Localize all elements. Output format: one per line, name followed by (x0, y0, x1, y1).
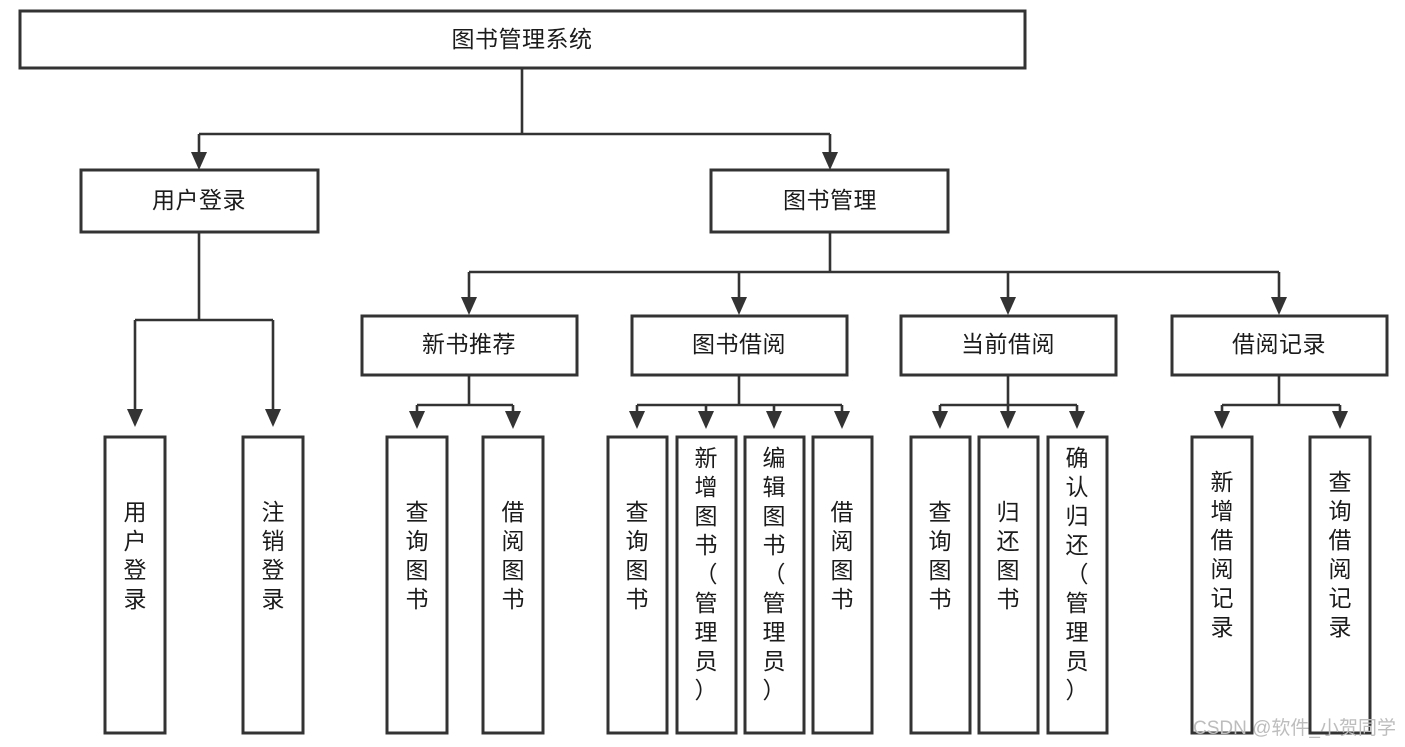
arrow-leaf-logout-login (265, 409, 281, 427)
node-leaf-query-book-3[interactable]: 查询图书 (909, 435, 972, 735)
node-leaf-query-book-1-label: 查询图书 (406, 499, 429, 612)
node-root-box[interactable] (18, 9, 1027, 70)
node-leaf-user-login-box[interactable] (103, 435, 167, 735)
arrow-leaf-query-book-3 (932, 411, 948, 429)
node-leaf-return-book-label: 归还图书 (997, 499, 1020, 612)
node-leaf-add-book-box[interactable] (675, 435, 738, 735)
node-leaf-query-record-box[interactable] (1308, 435, 1372, 735)
csdn-watermark: CSDN @软件_小贺同学 (1193, 717, 1396, 739)
node-user-login-box[interactable] (79, 168, 320, 234)
node-root[interactable]: 图书管理系统 (18, 9, 1027, 70)
node-leaf-borrow-book-1[interactable]: 借阅图书 (481, 435, 545, 735)
node-borrow-record[interactable]: 借阅记录 (1170, 314, 1389, 377)
node-book-borrow-box[interactable] (630, 314, 849, 377)
node-leaf-borrow-book-2[interactable]: 借阅图书 (811, 435, 874, 735)
node-leaf-query-record-label: 查询借阅记录 (1329, 469, 1352, 640)
node-current-borrow-box[interactable] (899, 314, 1118, 377)
node-book-management-box[interactable] (709, 168, 950, 234)
node-leaf-confirm-return[interactable]: 确认归还（管理员） (1046, 435, 1109, 735)
arrow-book-management (822, 152, 838, 170)
arrow-leaf-user-login (127, 409, 143, 427)
node-current-borrow[interactable]: 当前借阅 (899, 314, 1118, 377)
node-leaf-user-login-label: 用户登录 (124, 499, 147, 612)
arrow-leaf-borrow-book-1 (505, 411, 521, 429)
node-leaf-query-book-1-box[interactable] (385, 435, 449, 735)
node-borrow-record-label: 借阅记录 (1232, 331, 1326, 357)
node-leaf-logout-login-label: 注销登录 (262, 499, 285, 612)
node-leaf-add-record[interactable]: 新增借阅记录 (1190, 435, 1254, 735)
node-leaf-edit-book[interactable]: 编辑图书（管理员） (743, 435, 806, 735)
node-leaf-return-book-box[interactable] (977, 435, 1040, 735)
node-leaf-borrow-book-1-box[interactable] (481, 435, 545, 735)
node-leaf-query-book-2[interactable]: 查询图书 (606, 435, 669, 735)
arrow-new-book-recommend (461, 297, 477, 315)
node-leaf-add-book-label: 新增图书（管理员） (695, 445, 718, 703)
arrow-book-borrow (731, 297, 747, 315)
arrow-leaf-confirm-return (1069, 411, 1085, 429)
node-leaf-confirm-return-box[interactable] (1046, 435, 1109, 735)
node-leaf-confirm-return-label: 确认归还（管理员） (1066, 445, 1089, 703)
node-leaf-query-book-2-label: 查询图书 (626, 499, 649, 612)
node-book-borrow-label: 图书借阅 (692, 331, 786, 357)
arrow-leaf-return-book (1000, 411, 1016, 429)
node-leaf-query-book-3-box[interactable] (909, 435, 972, 735)
node-book-borrow[interactable]: 图书借阅 (630, 314, 849, 377)
node-leaf-borrow-book-2-label: 借阅图书 (831, 499, 854, 612)
node-leaf-logout-login-box[interactable] (241, 435, 305, 735)
node-leaf-edit-book-label: 编辑图书（管理员） (763, 445, 786, 703)
node-book-management-label: 图书管理 (783, 187, 877, 213)
node-leaf-query-book-1[interactable]: 查询图书 (385, 435, 449, 735)
node-leaf-add-record-label: 新增借阅记录 (1211, 469, 1234, 640)
node-leaf-add-record-box[interactable] (1190, 435, 1254, 735)
arrow-leaf-add-record (1214, 411, 1230, 429)
edges-layer (127, 68, 1348, 429)
node-leaf-return-book[interactable]: 归还图书 (977, 435, 1040, 735)
node-root-label: 图书管理系统 (452, 26, 593, 52)
node-user-login-label: 用户登录 (152, 187, 246, 213)
node-borrow-record-box[interactable] (1170, 314, 1389, 377)
node-current-borrow-label: 当前借阅 (961, 331, 1055, 357)
node-leaf-add-book[interactable]: 新增图书（管理员） (675, 435, 738, 735)
node-leaf-user-login[interactable]: 用户登录 (103, 435, 167, 735)
arrow-leaf-edit-book (766, 411, 782, 429)
node-book-management[interactable]: 图书管理 (709, 168, 950, 234)
node-leaf-borrow-book-1-label: 借阅图书 (502, 499, 525, 612)
node-new-book-recommend[interactable]: 新书推荐 (360, 314, 579, 377)
arrow-user-login (191, 152, 207, 170)
node-leaf-borrow-book-2-box[interactable] (811, 435, 874, 735)
node-leaf-query-record[interactable]: 查询借阅记录 (1308, 435, 1372, 735)
node-leaf-edit-book-box[interactable] (743, 435, 806, 735)
node-new-book-recommend-box[interactable] (360, 314, 579, 377)
node-leaf-logout-login[interactable]: 注销登录 (241, 435, 305, 735)
arrow-leaf-query-book-2 (629, 411, 645, 429)
node-new-book-recommend-label: 新书推荐 (422, 331, 516, 357)
node-leaf-query-book-2-box[interactable] (606, 435, 669, 735)
node-user-login[interactable]: 用户登录 (79, 168, 320, 234)
arrow-leaf-query-record (1332, 411, 1348, 429)
arrow-leaf-add-book (698, 411, 714, 429)
arrow-leaf-query-book-1 (409, 411, 425, 429)
arrow-current-borrow (1000, 297, 1016, 315)
arrow-leaf-borrow-book-2 (834, 411, 850, 429)
node-leaf-query-book-3-label: 查询图书 (929, 499, 952, 612)
arrow-borrow-record (1271, 297, 1287, 315)
